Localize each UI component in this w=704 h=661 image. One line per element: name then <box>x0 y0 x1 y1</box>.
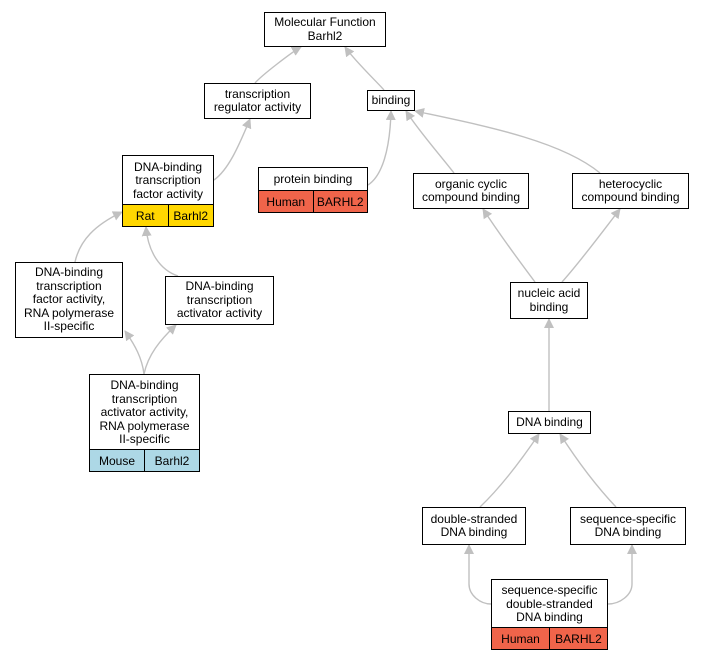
node-double-stranded-dna-binding-label: double-stranded DNA binding <box>430 511 518 539</box>
edge-nucleic-acid-to-organic <box>482 208 536 283</box>
node-sequence-specific-dna-binding-label: sequence-specific DNA binding <box>579 511 677 539</box>
node-dna-binding[interactable]: DNA binding <box>508 411 591 434</box>
species-tag-human: Human <box>492 628 549 649</box>
edge-seq-ds-to-ds-dna <box>464 544 492 605</box>
species-gene-row: Human BARHL2 <box>259 190 367 212</box>
edge-activator-pol2-to-tf-activator <box>143 324 177 375</box>
node-nucleic-acid-binding-label: nucleic acid binding <box>517 286 581 314</box>
species-gene-row: Mouse Barhl2 <box>90 449 199 471</box>
gene-tag: BARHL2 <box>549 628 607 649</box>
node-dna-binding-transcription-factor-activity-label: DNA-binding transcription factor activit… <box>132 159 204 201</box>
node-sequence-specific-dna-binding[interactable]: sequence-specific DNA binding <box>570 507 686 545</box>
node-transcription-activator-activity[interactable]: DNA-binding transcription activator acti… <box>165 276 274 325</box>
node-heterocyclic-compound-binding[interactable]: heterocyclic compound binding <box>572 173 689 209</box>
edge-dna-binding-tf-to-regulator <box>213 118 252 181</box>
gene-tag: Barhl2 <box>167 205 213 226</box>
species-tag-human: Human <box>259 191 313 212</box>
node-transcription-activator-pol2[interactable]: DNA-binding transcription activator acti… <box>89 374 200 472</box>
node-organic-cyclic-compound-binding[interactable]: organic cyclic compound binding <box>413 173 529 209</box>
node-heterocyclic-compound-binding-label: heterocyclic compound binding <box>581 176 680 204</box>
node-transcription-regulator-activity-label: transcription regulator activity <box>213 86 302 114</box>
node-transcription-regulator-activity[interactable]: transcription regulator activity <box>204 83 311 119</box>
node-dna-binding-transcription-factor-activity[interactable]: DNA-binding transcription factor activit… <box>122 155 214 227</box>
node-protein-binding-label: protein binding <box>273 172 353 187</box>
node-binding-label: binding <box>371 92 411 107</box>
gene-tag: BARHL2 <box>312 191 367 212</box>
edge-tf-activator-to-dna-binding-tf <box>141 226 179 277</box>
node-sequence-specific-double-stranded-dna-binding[interactable]: sequence-specific double-stranded DNA bi… <box>491 579 608 650</box>
node-organic-cyclic-compound-binding-label: organic cyclic compound binding <box>421 176 521 204</box>
node-dna-binding-label: DNA binding <box>516 414 583 429</box>
species-gene-row: Rat Barhl2 <box>123 204 213 226</box>
edge-nucleic-acid-to-heterocyclic <box>561 208 621 283</box>
node-transcription-factor-pol2[interactable]: DNA-binding transcription factor activit… <box>15 262 123 338</box>
edge-activator-pol2-to-tf-pol2 <box>124 330 145 375</box>
species-tag-mouse: Mouse <box>90 450 144 471</box>
node-double-stranded-dna-binding[interactable]: double-stranded DNA binding <box>422 507 526 545</box>
node-molecular-function-label: Molecular Function Barhl2 <box>274 15 376 43</box>
node-transcription-activator-activity-label: DNA-binding transcription activator acti… <box>176 279 263 321</box>
species-gene-row: Human BARHL2 <box>492 627 607 649</box>
edge-seq-specific-to-dna-binding <box>559 433 617 508</box>
edge-protein-binding-to-binding <box>367 110 396 186</box>
edge-organic-cyclic-to-binding <box>405 110 455 174</box>
edge-tf-pol2-to-dna-binding-tf <box>74 211 123 263</box>
species-tag-rat: Rat <box>123 205 168 226</box>
node-protein-binding[interactable]: protein binding Human BARHL2 <box>258 167 368 213</box>
edge-ds-dna-to-dna-binding <box>479 433 540 508</box>
gene-tag: Barhl2 <box>144 450 199 471</box>
node-sequence-specific-double-stranded-dna-binding-label: sequence-specific double-stranded DNA bi… <box>501 583 598 625</box>
edge-transcription-regulator-to-root <box>254 46 302 84</box>
node-transcription-factor-pol2-label: DNA-binding transcription factor activit… <box>23 265 115 334</box>
node-molecular-function[interactable]: Molecular Function Barhl2 <box>264 12 386 47</box>
edge-seq-ds-to-seq-specific <box>607 544 637 605</box>
node-nucleic-acid-binding[interactable]: nucleic acid binding <box>510 282 588 319</box>
edge-binding-to-root <box>344 46 385 91</box>
node-transcription-activator-pol2-label: DNA-binding transcription activator acti… <box>99 378 190 447</box>
edge-heterocyclic-to-binding <box>414 108 601 174</box>
node-binding[interactable]: binding <box>367 90 415 111</box>
